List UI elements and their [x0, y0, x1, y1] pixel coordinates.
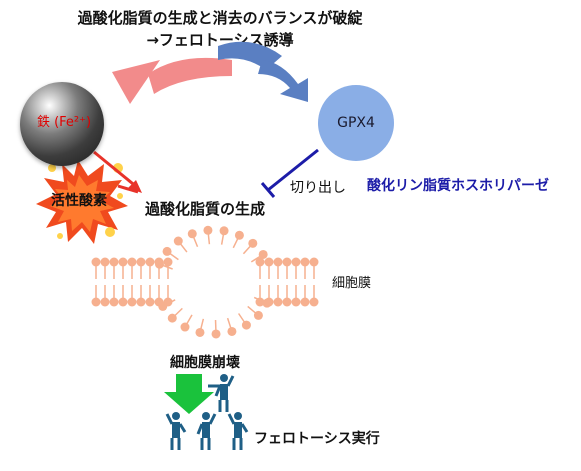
- title-line1: 過酸化脂質の生成と消去のバランスが破綻: [77, 9, 363, 27]
- down-arrow-icon: [164, 374, 214, 414]
- iron-to-peroxidation-arrow: [93, 150, 139, 190]
- people-icon: [165, 374, 249, 450]
- membrane-label: 細胞膜: [332, 276, 372, 291]
- ros-label: 活性酸素: [51, 193, 107, 209]
- membrane-pore-icon: [91, 225, 319, 339]
- cycle-arrow-blue: [218, 41, 308, 102]
- gpx4-label: GPX4: [337, 115, 375, 131]
- iron-sphere-icon: [20, 82, 104, 166]
- execution-label: フェロトーシス実行: [254, 431, 380, 447]
- cycle-arrow-red: [112, 57, 232, 104]
- ros-burst-icon: [36, 160, 128, 244]
- collapse-label: 細胞膜崩壊: [170, 355, 240, 371]
- iron-label: 鉄 (Fe²⁺): [36, 115, 92, 130]
- plr-label: 酸化リン脂質ホスホリパーゼ: [367, 178, 549, 194]
- inhibit-line: [267, 148, 319, 192]
- gpx4-node: GPX4: [318, 85, 394, 161]
- cut-label: 切り出し: [290, 180, 346, 196]
- peroxidation-label: 過酸化脂質の生成: [145, 200, 266, 218]
